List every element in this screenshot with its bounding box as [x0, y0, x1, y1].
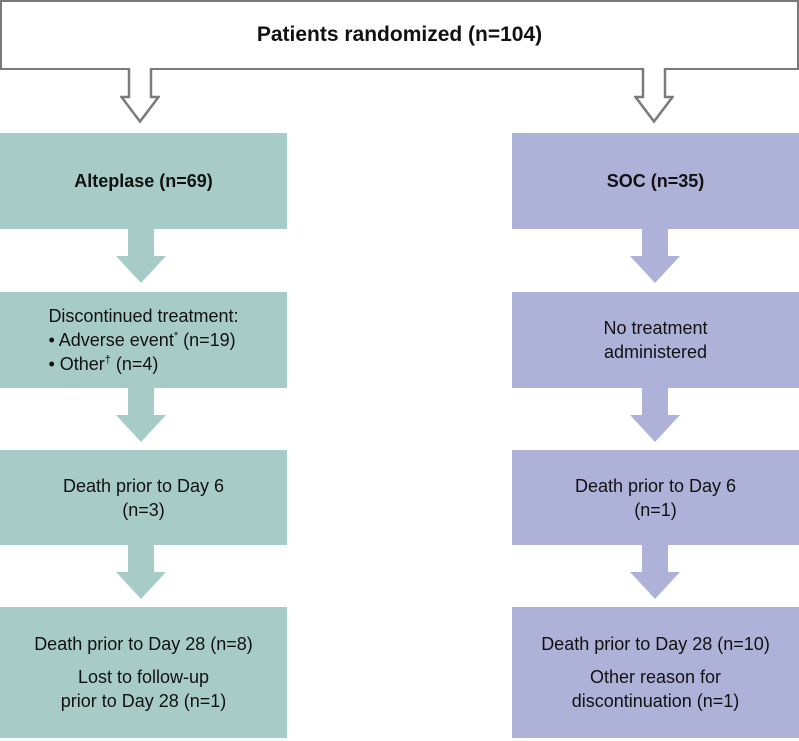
soc-death-day6-line2: (n=1)	[634, 499, 677, 520]
hollow-down-arrow-left-icon	[120, 68, 160, 124]
soc-header-label: SOC (n=35)	[606, 171, 705, 191]
soc-header-box: SOC (n=35)	[512, 133, 799, 229]
soc-flow-arrow-2-icon	[630, 388, 680, 442]
no-treatment-line1: No treatment	[603, 318, 708, 338]
randomized-box: Patients randomized (n=104)	[0, 0, 799, 70]
alteplase-flow-arrow-3-icon	[116, 545, 166, 599]
soc-death-day6-box: Death prior to Day 6 (n=1)	[512, 450, 799, 545]
alteplase-flow-arrow-1-icon	[116, 229, 166, 283]
dagger-footnote-marker: †	[104, 354, 111, 366]
alteplase-discontinued-box: Discontinued treatment: • Adverse event*…	[0, 292, 287, 388]
soc-flow-arrow-1-icon	[630, 229, 680, 283]
alteplase-header-box: Alteplase (n=69)	[0, 133, 287, 229]
death-day6-line2: (n=3)	[122, 499, 165, 520]
discontinued-bullet-other: • Other† (n=4)	[48, 354, 159, 374]
discontinued-title: Discontinued treatment:	[48, 306, 239, 326]
alteplase-header-label: Alteplase (n=69)	[74, 171, 213, 191]
soc-flow-arrow-3-icon	[630, 545, 680, 599]
day28-lost-followup-block: Lost to follow-up prior to Day 28 (n=1)	[60, 667, 227, 711]
soc-day28-death-line: Death prior to Day 28 (n=10)	[541, 634, 770, 654]
no-treatment-line2: administered	[603, 342, 708, 362]
day28-death-line: Death prior to Day 28 (n=8)	[34, 634, 253, 654]
asterisk-footnote-marker: *	[173, 330, 179, 342]
discontinued-text-block: Discontinued treatment: • Adverse event*…	[48, 304, 238, 376]
hollow-down-arrow-right-icon	[634, 68, 674, 124]
randomized-label: Patients randomized (n=104)	[256, 23, 543, 46]
alteplase-flow-arrow-2-icon	[116, 388, 166, 442]
alteplase-death-day6-box: Death prior to Day 6 (n=3)	[0, 450, 287, 545]
alteplase-day28-box: Death prior to Day 28 (n=8) Lost to foll…	[0, 607, 287, 738]
soc-day28-box: Death prior to Day 28 (n=10) Other reaso…	[512, 607, 799, 738]
death-day6-line1: Death prior to Day 6	[62, 475, 225, 496]
soc-day28-other-reason-block: Other reason for discontinuation (n=1)	[571, 667, 740, 711]
soc-death-day6-line1: Death prior to Day 6	[574, 475, 737, 496]
soc-no-treatment-box: No treatment administered	[512, 292, 799, 388]
discontinued-bullet-adverse: • Adverse event* (n=19)	[48, 330, 236, 350]
